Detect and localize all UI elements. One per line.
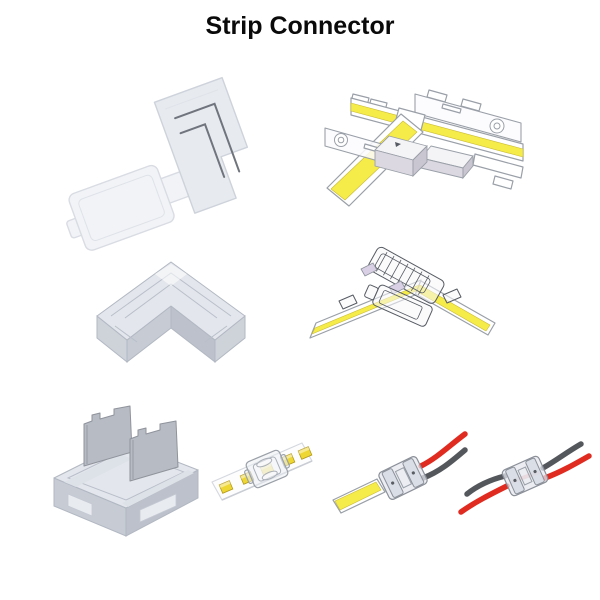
clip-with-blades-image: [53, 405, 199, 537]
main-strip-yellow: [350, 102, 524, 158]
corner-joint-diagram-image: [309, 246, 496, 339]
figure-t-joint-diagram: [324, 89, 525, 218]
corner-joint-drawing: [309, 246, 496, 339]
strip-clip-on-strip-image: [211, 442, 313, 501]
figure-clip-with-blades: [40, 405, 212, 544]
end-cap: [360, 262, 378, 277]
wire-to-wire-image: [458, 441, 592, 515]
red-wire-right: [542, 453, 592, 481]
figure-strip-to-wire: [332, 426, 469, 522]
cob-strip-stub: [332, 478, 386, 514]
black-wire-left: [464, 473, 508, 497]
inner-corner-clip: [364, 284, 433, 327]
black-wire-right: [540, 441, 584, 471]
strip-to-wire-image: [332, 431, 468, 514]
led-chip: [297, 446, 313, 460]
corner-connector-body: [96, 261, 246, 364]
top-clip: [414, 93, 522, 143]
figure-strip-clip-on-strip: [211, 424, 314, 516]
outer-corner-clip: [367, 246, 445, 304]
l-shape-base: [153, 76, 249, 214]
cob-yellow: [334, 481, 382, 511]
figure-corner-connector: [85, 256, 257, 394]
strip-groove-inner: [179, 123, 226, 178]
clamshell-connector-image: [66, 76, 249, 251]
t-joint-drawing: [324, 89, 524, 207]
red-wire: [418, 431, 468, 469]
connector-body: [374, 135, 474, 180]
clamshell-parts: [66, 76, 249, 251]
red-wire-left: [458, 483, 510, 515]
figure-wire-to-wire: [453, 430, 595, 522]
figure-corner-joint-diagram: [305, 246, 500, 355]
mount-tab: [338, 294, 358, 310]
page-title: Strip Connector: [205, 12, 395, 40]
led-chip: [218, 480, 234, 494]
figure-clamshell-connector: [48, 76, 253, 255]
black-wire: [420, 447, 468, 481]
metal-contact-blades: [83, 405, 179, 482]
cover-flap: [68, 164, 175, 251]
clear-clip: [244, 449, 290, 489]
strip-groove-outer: [174, 102, 241, 173]
corner-connector-image: [96, 261, 246, 364]
mount-tab: [442, 288, 462, 304]
top-face: [96, 261, 246, 341]
wire-connector-body: [378, 456, 428, 500]
wire-connector-body: [501, 455, 549, 497]
t-joint-diagram-image: [324, 89, 524, 207]
